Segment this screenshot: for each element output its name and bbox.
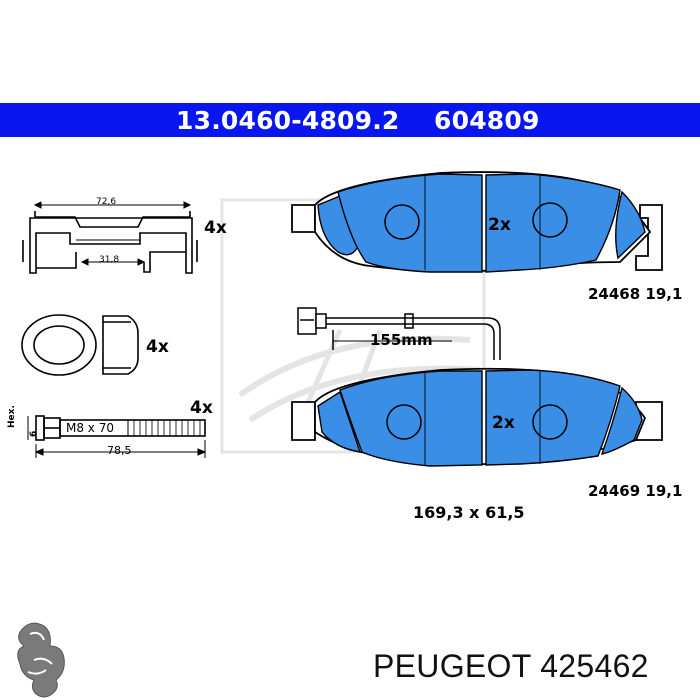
peugeot-lion-logo	[17, 622, 65, 698]
bolt-thread-label: M8 x 70	[66, 421, 114, 435]
bushing	[21, 314, 139, 376]
brand-name: PEUGEOT	[373, 648, 531, 684]
top-pad-quantity: 2x	[488, 215, 511, 235]
brand-part-caption: PEUGEOT 425462	[373, 648, 649, 685]
bolt-hex-size: 6	[29, 430, 39, 437]
brake-pad-bottom	[291, 367, 663, 467]
clip-inner-width-label: 31,8	[99, 255, 120, 265]
header-bar	[0, 103, 700, 137]
part-number: 13.0460-4809.2	[176, 106, 400, 135]
bolt-quantity: 4x	[190, 398, 213, 418]
bushing-quantity: 4x	[146, 337, 169, 357]
clip-quantity: 4x	[204, 218, 227, 238]
retaining-clip-dim-arrows	[33, 201, 192, 266]
bolt-length-label: 78,5	[107, 444, 132, 457]
clip-width-label: 72,6	[96, 197, 117, 207]
reference-number: 604809	[434, 106, 540, 135]
retaining-clip	[22, 204, 198, 274]
bottom-pad-code: 24469 19,1	[588, 482, 683, 500]
sensor-length: 155mm	[370, 331, 433, 349]
brake-pad-top	[291, 171, 663, 273]
oem-part-number: 425462	[540, 648, 649, 684]
wear-sensor	[297, 307, 501, 360]
pad-dimensions: 169,3 x 61,5	[413, 503, 525, 522]
guide-bolt	[27, 415, 206, 458]
bottom-pad-quantity: 2x	[492, 413, 515, 433]
bolt-hex-label: Hex.	[7, 405, 17, 428]
top-pad-code: 24468 19,1	[588, 285, 683, 303]
